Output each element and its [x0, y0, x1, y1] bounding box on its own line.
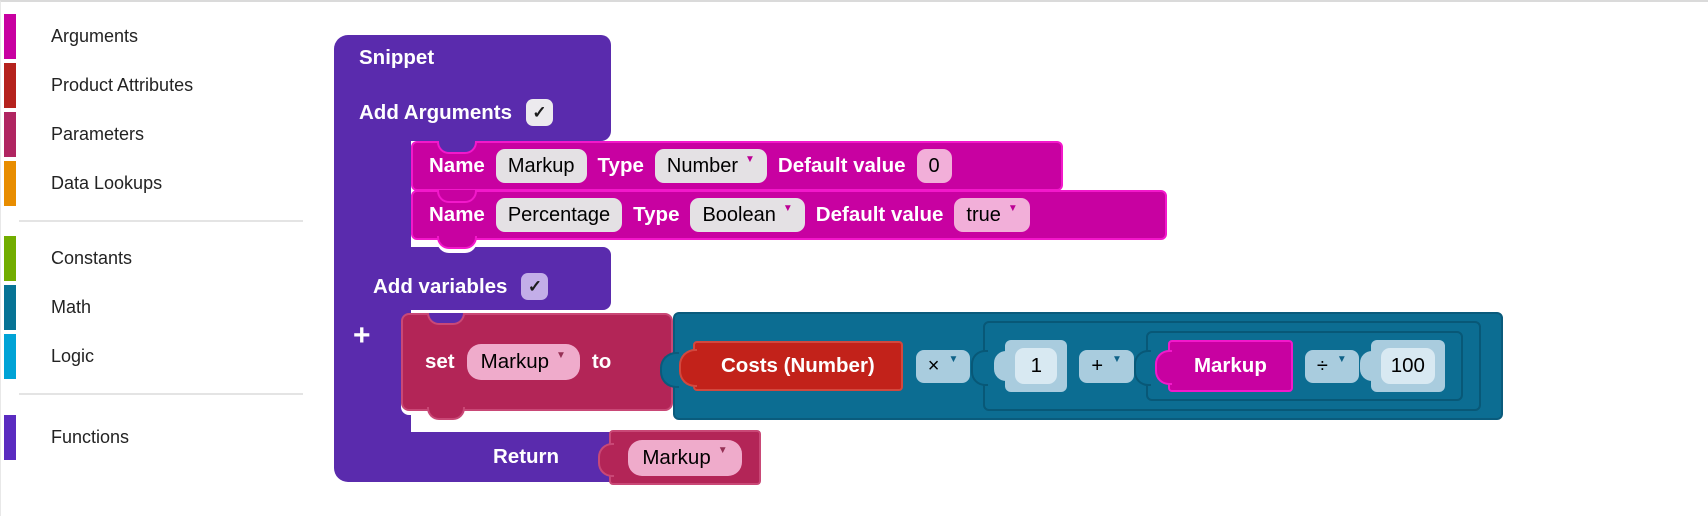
- return-label: Return: [493, 445, 560, 468]
- set-variable-value: Markup: [480, 350, 549, 373]
- add-arguments-row: Add Arguments ✓: [359, 99, 553, 126]
- sidebar-divider: [19, 220, 303, 222]
- dropdown-arrow-icon: ▼: [1336, 353, 1347, 365]
- set-variable-dropdown[interactable]: Markup ▼: [466, 344, 580, 380]
- operator-add-value: +: [1091, 354, 1104, 377]
- dropdown-arrow-icon: ▼: [948, 353, 959, 365]
- nested-math-block-add[interactable]: 1 + ▼ Markup ÷ ▼ 100: [971, 321, 1481, 411]
- snippet-block-title: Snippet: [359, 46, 435, 69]
- category-color-chip: [4, 415, 16, 460]
- dropdown-arrow-icon: ▼: [1112, 353, 1122, 365]
- add-arguments-checkbox[interactable]: ✓: [526, 99, 553, 126]
- number-block-1[interactable]: 1: [994, 340, 1068, 392]
- name-label: Name: [429, 154, 485, 177]
- check-icon: ✓: [532, 102, 547, 122]
- set-label: set: [425, 350, 455, 373]
- category-label: Constants: [51, 248, 133, 268]
- operator-multiply-value: ×: [927, 354, 940, 377]
- math-expression-block[interactable]: Costs (Number) × ▼ 1 + ▼ Markup ÷ ▼ 100: [660, 312, 1503, 420]
- argument-name-input[interactable]: Percentage: [495, 198, 623, 232]
- argument-type-value: Boolean: [702, 203, 776, 226]
- sidebar-item-math[interactable]: Math: [1, 285, 306, 330]
- costs-attribute-block[interactable]: Costs (Number): [679, 341, 903, 391]
- sidebar-divider: [19, 393, 303, 395]
- argument-type-dropdown[interactable]: Boolean ▼: [690, 198, 805, 232]
- argument-default-value: true: [966, 203, 1001, 226]
- operator-divide-value: ÷: [1316, 354, 1328, 377]
- argument-block-percentage[interactable]: Name Percentage Type Boolean ▼ Default v…: [411, 190, 1167, 249]
- snippet-block-header[interactable]: [401, 35, 611, 141]
- add-variables-row: Add variables ✓: [373, 273, 549, 300]
- argument-default-input[interactable]: 0: [916, 149, 952, 183]
- markup-argument-block[interactable]: Markup: [1154, 340, 1293, 392]
- sidebar-item-parameters[interactable]: Parameters: [1, 112, 306, 157]
- operator-divide-dropdown[interactable]: ÷ ▼: [1304, 349, 1359, 383]
- category-label: Product Attributes: [51, 75, 194, 95]
- operator-add-dropdown[interactable]: + ▼: [1079, 349, 1134, 383]
- argument-block-markup[interactable]: Name Markup Type Number ▼ Default value …: [411, 141, 1063, 191]
- return-variable-dropdown[interactable]: Markup ▼: [628, 439, 742, 476]
- sidebar-item-product-attributes[interactable]: Product Attributes: [1, 63, 306, 108]
- check-icon: ✓: [527, 276, 543, 296]
- to-label: to: [591, 350, 612, 373]
- snippet-block-spine[interactable]: [334, 35, 411, 482]
- return-variable-value: Markup: [642, 445, 711, 469]
- category-color-chip: [4, 334, 16, 379]
- snippet-block-return-section[interactable]: [401, 432, 619, 482]
- add-variables-label: Add variables: [373, 274, 508, 298]
- dropdown-arrow-icon: ▼: [1007, 202, 1018, 214]
- sidebar-item-logic[interactable]: Logic: [1, 334, 306, 379]
- category-label: Functions: [51, 427, 130, 447]
- default-value-label: Default value: [815, 203, 944, 226]
- toolbox-sidebar: Arguments Product Attributes Parameters …: [1, 14, 306, 464]
- operator-multiply-dropdown[interactable]: × ▼: [915, 349, 971, 383]
- nested-math-block-divide[interactable]: Markup ÷ ▼ 100: [1133, 331, 1463, 401]
- number-input[interactable]: 100: [1380, 348, 1435, 384]
- dropdown-arrow-icon: ▼: [717, 445, 728, 456]
- type-label: Type: [633, 203, 680, 226]
- category-label: Logic: [51, 346, 95, 366]
- category-label: Parameters: [51, 124, 145, 144]
- category-label: Data Lookups: [51, 173, 163, 193]
- add-arguments-label: Add Arguments: [359, 100, 512, 124]
- type-label: Type: [597, 154, 644, 177]
- set-variable-block[interactable]: set Markup ▼ to: [401, 313, 673, 420]
- dropdown-arrow-icon: ▼: [782, 202, 793, 214]
- name-label: Name: [429, 203, 485, 226]
- sidebar-item-arguments[interactable]: Arguments: [1, 14, 306, 59]
- dropdown-arrow-icon: ▼: [745, 153, 755, 165]
- category-color-chip: [4, 236, 16, 281]
- argument-type-dropdown[interactable]: Number ▼: [654, 149, 767, 183]
- category-label: Math: [51, 297, 92, 317]
- category-color-chip: [4, 161, 16, 206]
- default-value-label: Default value: [777, 154, 906, 177]
- argument-name-input[interactable]: Markup: [495, 149, 587, 183]
- argument-default-dropdown[interactable]: true ▼: [954, 198, 1030, 232]
- sidebar-item-functions[interactable]: Functions: [1, 415, 306, 460]
- add-variables-checkbox[interactable]: ✓: [521, 273, 549, 300]
- dropdown-arrow-icon: ▼: [556, 349, 566, 361]
- category-color-chip: [4, 63, 16, 108]
- category-color-chip: [4, 112, 16, 157]
- number-block-100[interactable]: 100: [1359, 340, 1445, 392]
- category-color-chip: [4, 285, 16, 330]
- sidebar-item-data-lookups[interactable]: Data Lookups: [1, 161, 306, 206]
- snippet-block-add-variables-section[interactable]: [401, 247, 611, 310]
- category-label: Arguments: [51, 26, 139, 46]
- argument-type-value: Number: [666, 154, 739, 177]
- return-value-block[interactable]: Markup ▼: [598, 430, 761, 485]
- sidebar-item-constants[interactable]: Constants: [1, 236, 306, 281]
- category-color-chip: [4, 14, 16, 59]
- number-input[interactable]: 1: [1015, 348, 1058, 384]
- plus-icon[interactable]: +: [353, 319, 371, 352]
